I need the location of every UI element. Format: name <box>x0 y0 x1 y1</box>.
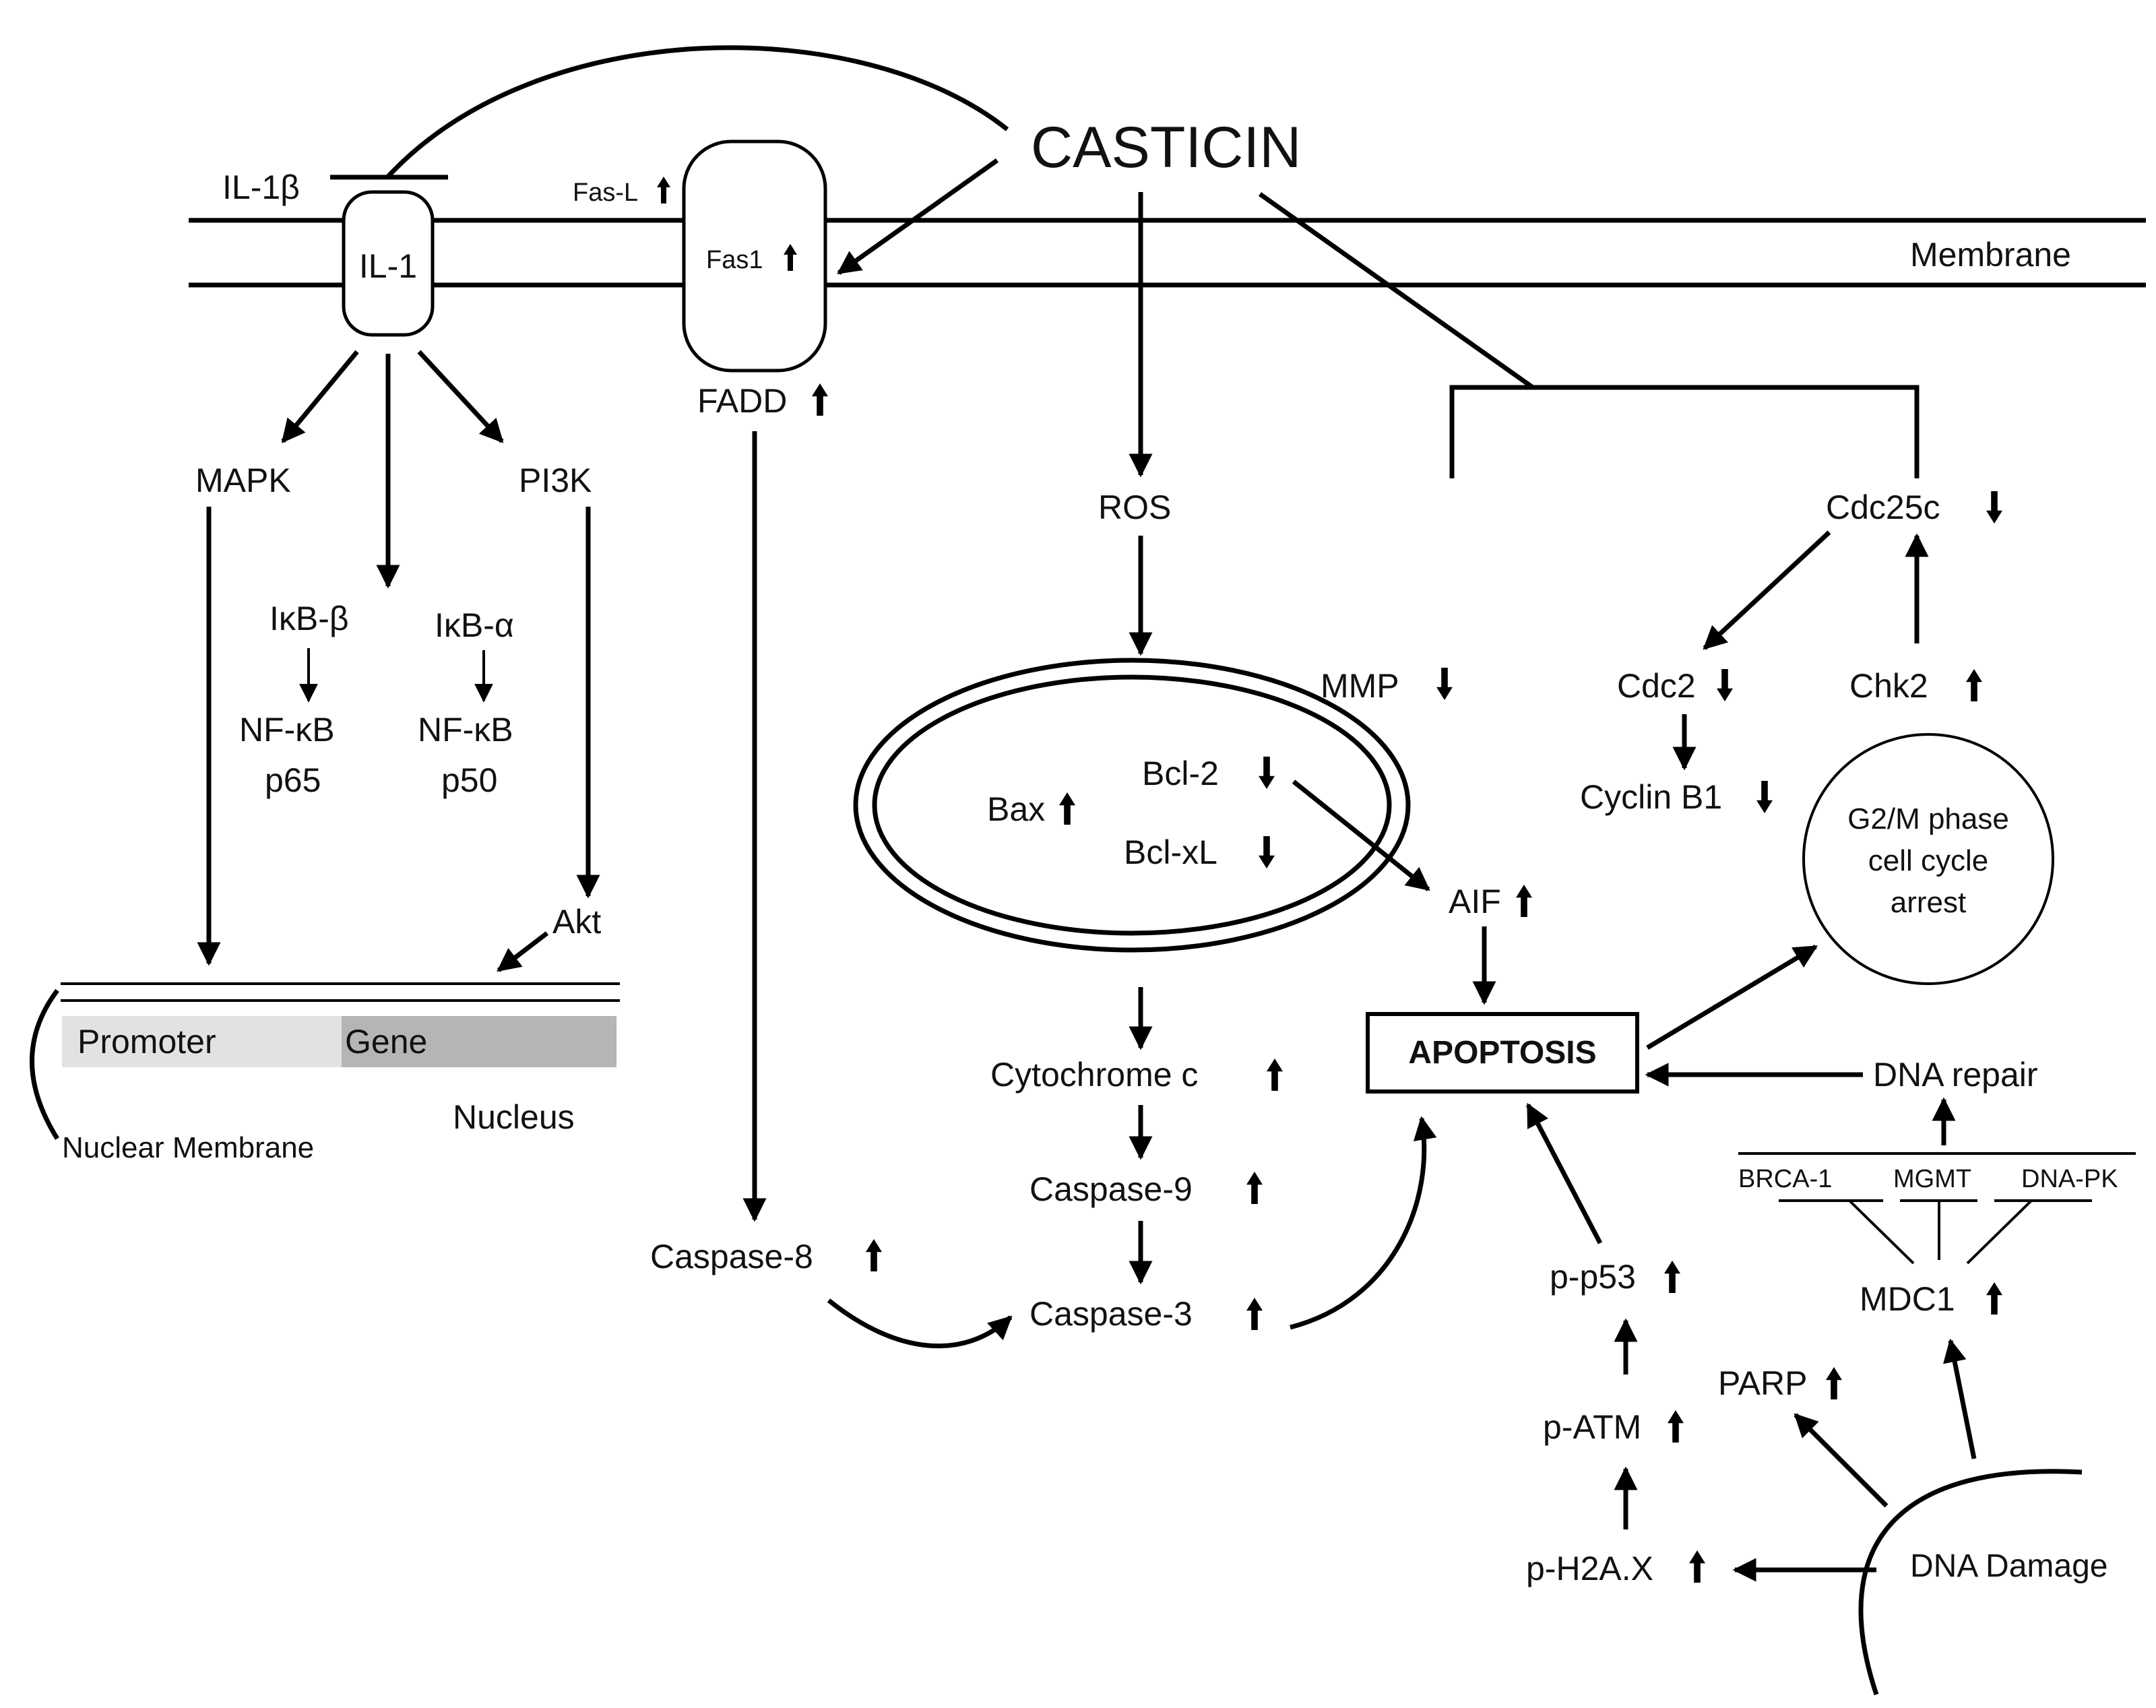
cell-membrane <box>189 218 2146 288</box>
casticin-cell-cycle-line <box>1258 192 1535 389</box>
membrane-label: Membrane <box>1910 236 2071 274</box>
gene-box <box>342 1016 616 1067</box>
bax-up-icon <box>1059 792 1075 825</box>
bax-label: Bax <box>987 790 1045 828</box>
chk2-up-icon <box>1966 669 1982 701</box>
mitochondrion-inner <box>872 674 1392 936</box>
caspase8-label: Caspase-8 <box>650 1238 813 1275</box>
cyclin-b1-label: Cyclin B1 <box>1580 778 1722 816</box>
gene-label: Gene <box>345 1023 427 1061</box>
bclxl-down-icon <box>1259 836 1275 868</box>
il1-to-pi3k-arrow <box>417 350 504 443</box>
bcl2-down-icon <box>1259 757 1275 789</box>
brca1-label: BRCA-1 <box>1738 1165 1832 1193</box>
caspase3-to-apoptosis-arrow <box>1290 1116 1437 1330</box>
pp53-label: p-p53 <box>1550 1258 1636 1296</box>
pp53-to-apoptosis-arrow <box>1525 1102 1603 1244</box>
apoptosis-label: APOPTOSIS <box>1408 1035 1596 1071</box>
nuclear-membrane-label: Nuclear Membrane <box>62 1131 314 1164</box>
caspase9-label: Caspase-9 <box>1029 1170 1193 1208</box>
cytochrome-c-label: Cytochrome c <box>990 1056 1198 1094</box>
mmp-down-icon <box>1436 668 1453 700</box>
mdc1-inhibition-lines <box>1779 1199 2092 1265</box>
dna-damage-to-parp-arrow <box>1794 1413 1889 1508</box>
mdc1-up-icon <box>1986 1282 2002 1315</box>
patm-up-icon <box>1668 1410 1684 1443</box>
caspase8-to-caspase3-arrow <box>827 1298 1013 1349</box>
dna-repair-label: DNA repair <box>1873 1056 2038 1094</box>
p50-label: p50 <box>441 761 497 799</box>
mdc1-label: MDC1 <box>1860 1280 1955 1318</box>
g2m-arrest-circle <box>1802 733 2054 985</box>
fas1-receptor <box>682 139 827 373</box>
mmp-label: MMP <box>1321 667 1399 705</box>
chk2-label: Chk2 <box>1849 667 1928 705</box>
g2m-line2: cell cycle <box>1868 844 1989 877</box>
il1b-label: IL-1β <box>222 168 300 206</box>
cdc25c-label: Cdc25c <box>1826 488 1940 526</box>
parp-up-icon <box>1826 1367 1842 1399</box>
fas1-label: Fas1 <box>706 246 763 274</box>
caspase9-up-icon <box>1246 1172 1263 1204</box>
dnapk-label: DNA-PK <box>2021 1165 2118 1193</box>
casticin-label: CASTICIN <box>1031 115 1301 180</box>
ph2ax-label: p-H2A.X <box>1526 1550 1653 1587</box>
akt-to-nucleus-arrow <box>497 931 549 972</box>
fadd-up-icon <box>812 383 828 416</box>
mgmt-label: MGMT <box>1893 1165 1971 1193</box>
caspase8-up-icon <box>866 1239 882 1271</box>
mitochondrion-outer <box>853 658 1411 953</box>
cell-cycle-bracket <box>1449 385 1920 478</box>
nfkb-p50-label: NF-κB <box>418 711 513 749</box>
ikb-alpha-label: IκB-α <box>435 606 514 644</box>
ph2ax-up-icon <box>1689 1550 1705 1583</box>
cdc2-label: Cdc2 <box>1617 667 1696 705</box>
bcl2-label: Bcl-2 <box>1142 755 1219 792</box>
mapk-label: MAPK <box>195 462 291 499</box>
promoter-box <box>62 1016 342 1067</box>
il1-to-mapk-arrow <box>281 350 359 443</box>
cdc25c-down-icon <box>1986 491 2002 524</box>
cytochrome-c-up-icon <box>1267 1058 1283 1091</box>
cdc2-down-icon <box>1717 669 1733 701</box>
caspase3-up-icon <box>1246 1298 1263 1330</box>
dna-damage-to-mdc1-arrow <box>1943 1338 1977 1459</box>
patm-label: p-ATM <box>1543 1408 1641 1446</box>
parp-label: PARP <box>1718 1364 1807 1402</box>
fadd-label: FADD <box>697 382 787 420</box>
aif-up-icon <box>1516 885 1532 917</box>
fasl-label: Fas-L <box>573 179 638 207</box>
casticin-inhibits-il1b-arc <box>385 45 1009 179</box>
dna-damage-curve <box>1858 1469 2083 1696</box>
il1-receptor <box>342 190 435 337</box>
nfkb-p65-label: NF-κB <box>239 711 335 749</box>
apoptosis-box <box>1366 1012 1639 1094</box>
akt-label: Akt <box>552 903 601 941</box>
nuclear-envelope <box>30 982 620 1140</box>
g2m-line1: G2/M phase <box>1847 802 2009 835</box>
cdc25c-to-cdc2-arrow <box>1703 530 1831 650</box>
caspase3-label: Caspase-3 <box>1029 1295 1193 1333</box>
aif-label: AIF <box>1449 883 1501 920</box>
fasl-up-icon <box>657 177 670 203</box>
casticin-to-fas1-arrow <box>837 158 999 275</box>
g2m-line3: arrest <box>1891 886 1966 919</box>
pp53-up-icon <box>1664 1261 1680 1293</box>
dna-damage-label: DNA Damage <box>1910 1548 2107 1584</box>
nucleus-label: Nucleus <box>453 1098 575 1136</box>
bclxl-label: Bcl-xL <box>1124 833 1217 871</box>
pi3k-label: PI3K <box>519 462 592 499</box>
ros-label: ROS <box>1098 488 1171 526</box>
apoptosis-to-g2m-arrow <box>1646 944 1818 1050</box>
cyclin-b1-down-icon <box>1756 781 1773 813</box>
ikb-beta-label: IκB-β <box>270 600 349 637</box>
bcl2-to-aif-arrow <box>1292 780 1430 891</box>
p65-label: p65 <box>265 761 321 799</box>
promoter-label: Promoter <box>77 1023 216 1061</box>
il1-label: IL-1 <box>359 247 417 285</box>
